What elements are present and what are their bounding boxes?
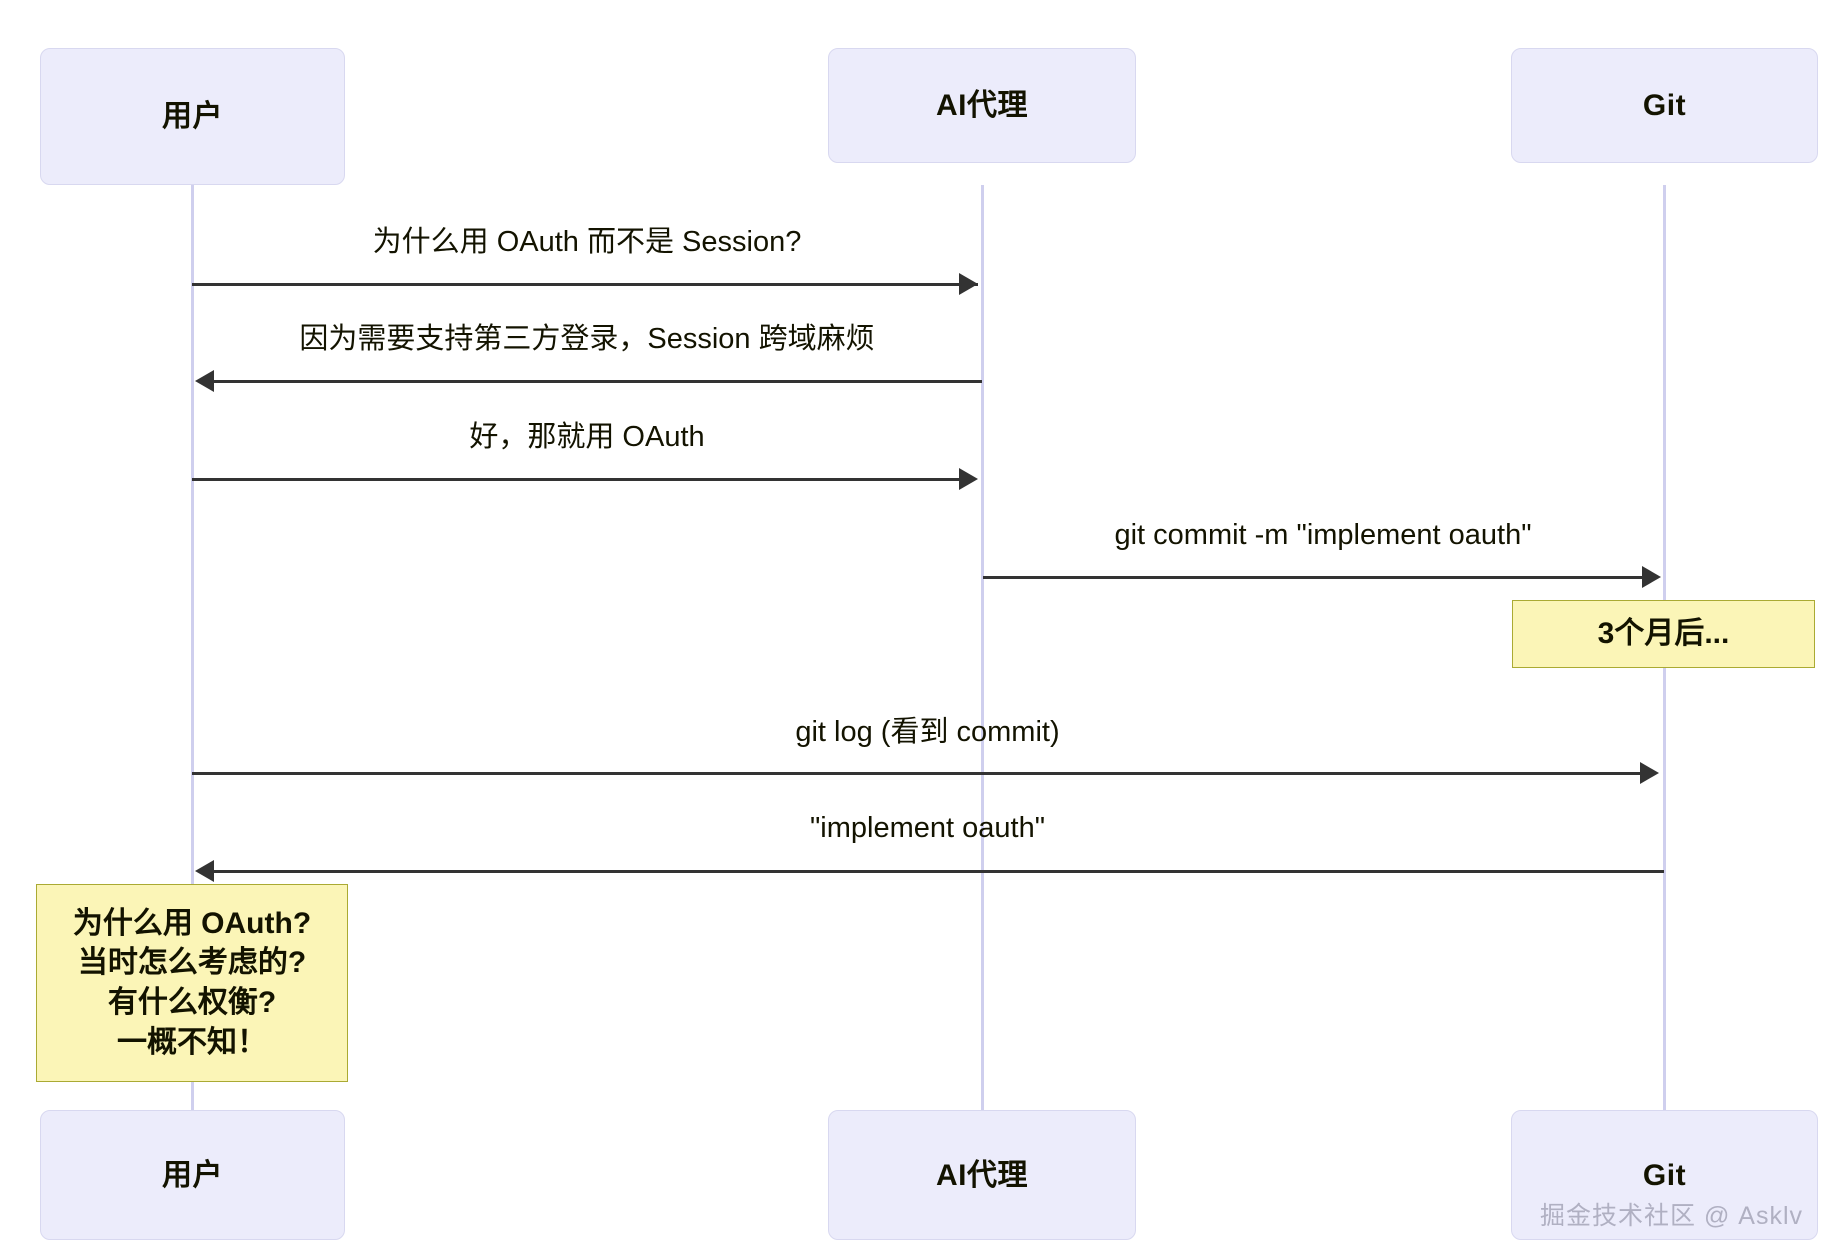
lifeline-user (191, 185, 194, 1110)
actor-label-git-top: Git (1642, 89, 1687, 122)
message-arrowhead-4 (1642, 566, 1661, 588)
message-label-5: git log (看到 commit) (795, 716, 1060, 748)
message-label-2: 因为需要支持第三方登录，Session 跨域麻烦 (299, 323, 875, 355)
message-line-2 (204, 380, 982, 383)
note-unknown-line-3: 有什么权衡? (107, 986, 277, 1019)
note-three-months: 3个月后... (1512, 600, 1815, 668)
note-unknown-line-2: 当时怎么考虑的? (77, 946, 307, 980)
message-line-3 (192, 478, 962, 481)
actor-label-agent-bottom: AI代理 (936, 1158, 1028, 1192)
message-line-5 (192, 772, 1643, 775)
actor-label-user-bottom: 用户 (162, 1158, 223, 1192)
message-line-1 (192, 283, 978, 286)
actor-box-user-bottom[interactable]: 用户 (40, 1110, 345, 1240)
actor-label-git-bottom: Git (1642, 1158, 1687, 1192)
message-line-6 (204, 870, 1664, 873)
note-unknown-line-4: 一概不知！ (117, 1025, 267, 1059)
message-label-3: 好，那就用 OAuth (469, 421, 705, 453)
actor-box-user-top[interactable]: 用户 (40, 48, 345, 185)
actor-box-git-bottom[interactable]: Git (1511, 1110, 1818, 1240)
actor-label-user-top: 用户 (162, 100, 223, 133)
message-line-4 (983, 576, 1643, 579)
message-label-4: git commit -m "implement oauth" (1114, 519, 1532, 551)
actor-box-agent-bottom[interactable]: AI代理 (828, 1110, 1136, 1240)
actor-box-git-top[interactable]: Git (1511, 48, 1818, 163)
message-arrowhead-2 (195, 370, 214, 392)
note-three-months-line-1: 3个月后... (1597, 617, 1730, 651)
message-arrowhead-1 (959, 273, 978, 295)
watermark-text: 掘金技术社区 @ Asklv (1540, 1202, 1803, 1230)
message-arrowhead-5 (1640, 762, 1659, 784)
message-arrowhead-3 (959, 468, 978, 490)
note-unknown: 为什么用 OAuth? 当时怎么考虑的? 有什么权衡? 一概不知！ (36, 884, 348, 1082)
lifeline-agent (981, 185, 984, 1110)
actor-box-agent-top[interactable]: AI代理 (828, 48, 1136, 163)
message-label-1: 为什么用 OAuth 而不是 Session? (372, 226, 802, 258)
note-unknown-line-1: 为什么用 OAuth? (72, 906, 312, 940)
actor-label-agent-top: AI代理 (936, 89, 1028, 122)
message-label-6: "implement oauth" (810, 812, 1045, 844)
message-arrowhead-6 (195, 860, 214, 882)
